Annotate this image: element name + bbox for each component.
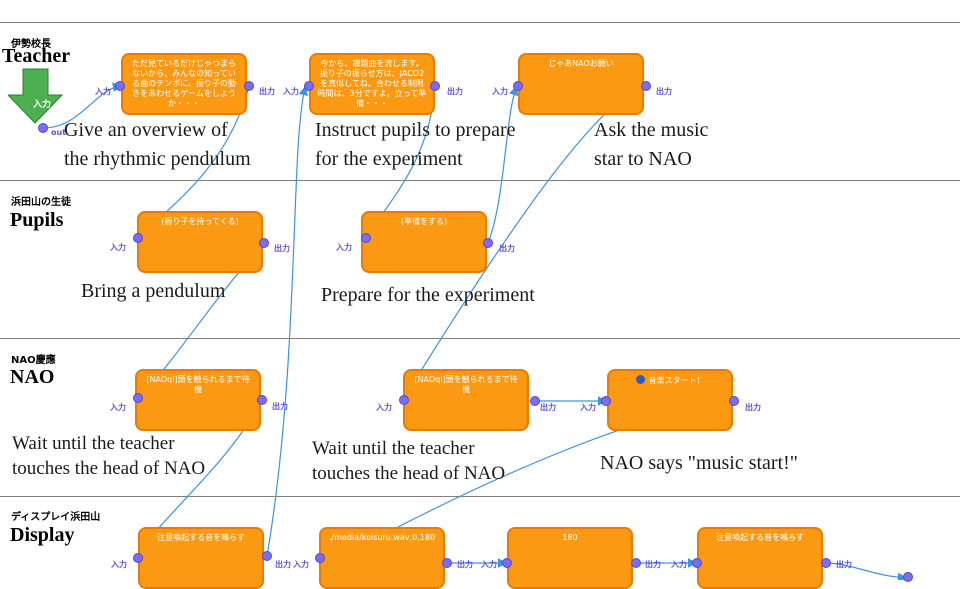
output-port[interactable] bbox=[442, 558, 452, 568]
wire-alert2-to-next bbox=[825, 562, 908, 580]
node-nao-music-label: 音楽スタート！ bbox=[648, 376, 705, 385]
input-port[interactable] bbox=[115, 81, 125, 91]
node-teacher-ask[interactable]: じゃあNAOお願い bbox=[518, 53, 644, 115]
port-label-output: 出力 bbox=[447, 87, 463, 96]
input-port[interactable] bbox=[502, 558, 512, 568]
lane-display-jp: ディスプレイ浜田山 bbox=[11, 512, 101, 523]
port-label-output: 出力 bbox=[259, 87, 275, 96]
port-label-output: 出力 bbox=[836, 560, 852, 569]
node-nao-wait2[interactable]: [NAOqi]頭を触られるまで待機 bbox=[403, 369, 529, 431]
caption-overview: Give an overview of the rhythmic pendulu… bbox=[64, 119, 251, 170]
lane-teacher-jp: 伊勢校長 bbox=[11, 39, 51, 50]
output-port[interactable] bbox=[641, 81, 651, 91]
input-port[interactable] bbox=[513, 81, 523, 91]
output-port[interactable] bbox=[821, 558, 831, 568]
port-label-input: 入力 bbox=[283, 87, 299, 96]
port-label-input: 入力 bbox=[110, 403, 126, 412]
port-label-input: 入力 bbox=[111, 560, 127, 569]
output-port[interactable] bbox=[729, 396, 739, 406]
node-teacher-prepare[interactable]: 今から、課題曲を流します。振り子の振らせ方は、JACO2を真似してね。合わせる制… bbox=[309, 53, 435, 115]
lane-nao-jp: NAO慶應 bbox=[11, 355, 56, 366]
port-label-input: 入力 bbox=[293, 560, 309, 569]
output-port[interactable] bbox=[262, 551, 272, 561]
start-out-port[interactable] bbox=[38, 123, 48, 133]
node-display-alert1[interactable]: 注意喚起する音を鳴らす bbox=[138, 527, 264, 589]
output-port[interactable] bbox=[244, 81, 254, 91]
lane-divider-top bbox=[0, 22, 960, 23]
output-port[interactable] bbox=[483, 238, 493, 248]
start-label: 入力 bbox=[33, 100, 52, 110]
input-port[interactable] bbox=[304, 81, 314, 91]
port-label-output: 出力 bbox=[540, 403, 556, 412]
port-label-output: 出力 bbox=[457, 560, 473, 569]
node-nao-music[interactable]: 音楽スタート！ bbox=[607, 369, 733, 431]
port-label-out: out bbox=[51, 128, 67, 137]
output-port[interactable] bbox=[631, 558, 641, 568]
input-port[interactable] bbox=[133, 233, 143, 243]
port-label-output: 出力 bbox=[645, 560, 661, 569]
input-port[interactable] bbox=[601, 396, 611, 406]
start-arrow-icon bbox=[8, 68, 64, 124]
wire-start-to-overview bbox=[42, 82, 123, 129]
caption-bring: Bring a pendulum bbox=[81, 280, 226, 302]
port-label-input: 入力 bbox=[110, 243, 126, 252]
lane-pupils-jp: 浜田山の生徒 bbox=[11, 197, 71, 208]
output-port[interactable] bbox=[259, 238, 269, 248]
port-label-input: 入力 bbox=[671, 560, 687, 569]
caption-says: NAO says "music start!" bbox=[600, 452, 798, 474]
lane-divider-2 bbox=[0, 338, 960, 339]
output-port[interactable] bbox=[257, 395, 267, 405]
input-port[interactable] bbox=[315, 553, 325, 563]
port-label-output: 出力 bbox=[745, 403, 761, 412]
caption-instruct: Instruct pupils to prepare for the exper… bbox=[315, 119, 516, 170]
caption-wait2: Wait until the teacher touches the head … bbox=[312, 438, 506, 484]
port-label-input: 入力 bbox=[376, 403, 392, 412]
input-port[interactable] bbox=[692, 558, 702, 568]
output-port[interactable] bbox=[530, 396, 540, 406]
lane-display-en: Display bbox=[10, 524, 75, 546]
port-label-output: 出力 bbox=[656, 87, 672, 96]
node-nao-wait1[interactable]: [NAOqi]頭を触られるまで待機 bbox=[135, 369, 261, 431]
wire-alert1-to-prepare bbox=[266, 85, 308, 557]
caption-ask: Ask the music star to NAO bbox=[594, 119, 709, 170]
node-teacher-overview[interactable]: ただ見ているだけじゃつまらないから、みんなの知っている曲のテンポに、振り子の動き… bbox=[121, 53, 247, 115]
node-pupils-bring[interactable]: (振り子を持ってくる) bbox=[137, 211, 263, 273]
lane-teacher-en: Teacher bbox=[2, 45, 71, 67]
music-icon bbox=[635, 375, 645, 384]
wire-pupilsprep-to-ask bbox=[487, 85, 519, 244]
port-label-output: 出力 bbox=[274, 244, 290, 253]
port-label-input: 入力 bbox=[492, 87, 508, 96]
port-label-input: 入力 bbox=[481, 560, 497, 569]
port-label-input: 入力 bbox=[336, 243, 352, 252]
port-label-output: 出力 bbox=[272, 402, 288, 411]
node-display-alert2[interactable]: 注意喚起する音を鳴らす bbox=[697, 527, 823, 589]
output-port[interactable] bbox=[430, 81, 440, 91]
lane-pupils-en: Pupils bbox=[10, 209, 64, 231]
input-port[interactable] bbox=[133, 393, 143, 403]
lane-divider-3 bbox=[0, 496, 960, 497]
lane-divider-1 bbox=[0, 180, 960, 181]
node-display-180[interactable]: 180 bbox=[507, 527, 633, 589]
lane-nao-en: NAO bbox=[10, 366, 55, 388]
port-label-input: 入力 bbox=[95, 87, 111, 96]
port-label-input: 入力 bbox=[580, 403, 596, 412]
caption-wait1: Wait until the teacher touches the head … bbox=[12, 433, 206, 479]
input-port[interactable] bbox=[903, 572, 913, 582]
input-port[interactable] bbox=[399, 395, 409, 405]
port-label-output: 出力 bbox=[275, 560, 291, 569]
port-label-output: 出力 bbox=[499, 244, 515, 253]
input-port[interactable] bbox=[133, 553, 143, 563]
node-pupils-prepare[interactable]: (準備をする) bbox=[361, 211, 487, 273]
caption-prepare: Prepare for the experiment bbox=[321, 284, 535, 306]
input-port[interactable] bbox=[361, 233, 371, 243]
